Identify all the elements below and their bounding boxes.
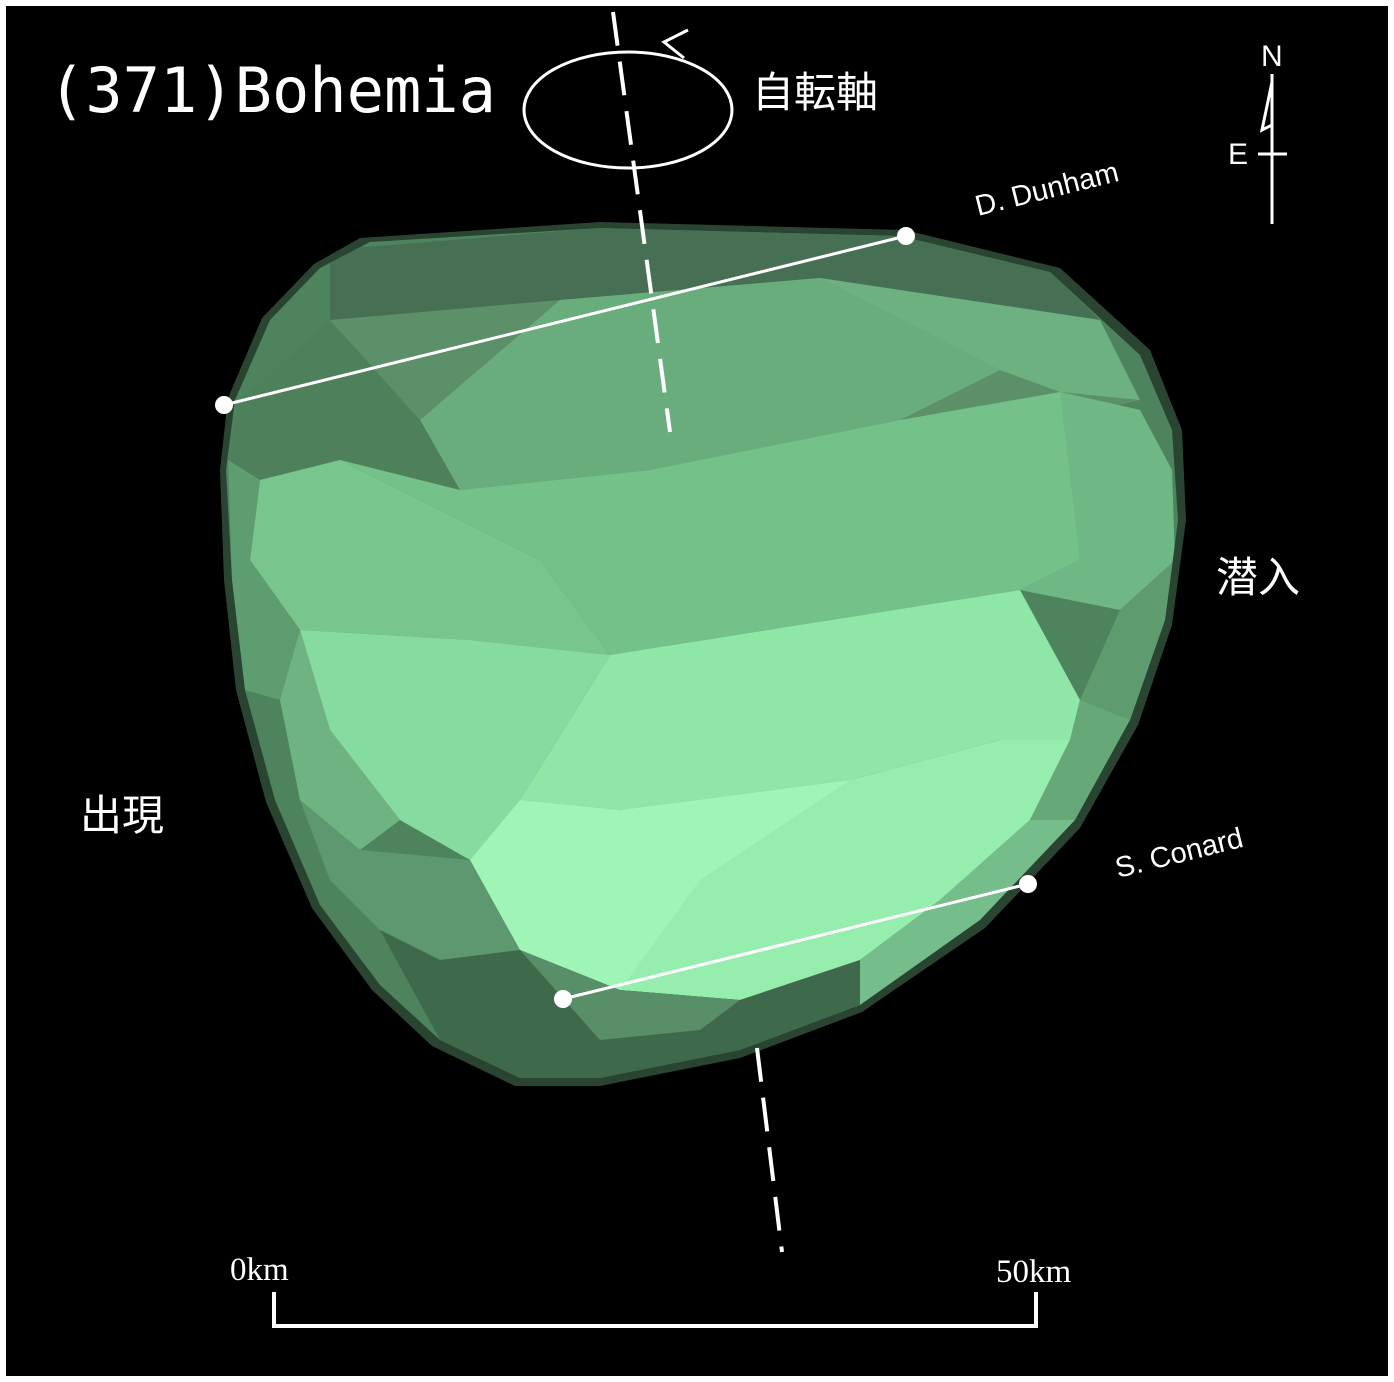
compass-east-label: E (1228, 138, 1248, 171)
scale-bar-start-label: 0km (230, 1252, 289, 1288)
observer-label-conard: S. Conard (1112, 822, 1246, 885)
scale-bar-end-label: 50km (996, 1254, 1072, 1290)
diagram-frame: 自転軸 (371)Bohemia N E D. Dunham S. Conard… (6, 6, 1388, 1376)
chord-endpoint (897, 227, 915, 245)
rotation-direction-ellipse (522, 50, 734, 170)
observer-label-dunham: D. Dunham (972, 156, 1122, 223)
rotation-axis: 自転軸 (522, 11, 878, 1253)
disappearance-label: 潜入 (1216, 553, 1300, 602)
rotation-axis-label: 自転軸 (752, 68, 878, 117)
compass-arrow-icon (1259, 81, 1274, 133)
rotation-arrow-icon (661, 28, 689, 60)
chord-endpoint (554, 990, 572, 1008)
scale-bar: 0km 50km (230, 1252, 1072, 1328)
asteroid-title: (371)Bohemia (48, 54, 496, 127)
rotation-axis-upper (611, 11, 672, 433)
rotation-axis-lower (755, 1047, 784, 1253)
occultation-diagram: 自転軸 (371)Bohemia N E D. Dunham S. Conard… (48, 11, 1300, 1328)
scale-bar-line (272, 1292, 1038, 1328)
chord-line (562, 882, 1029, 1001)
chord-endpoint (1019, 875, 1037, 893)
compass-north-label: N (1261, 40, 1283, 73)
compass: N E (1228, 40, 1287, 224)
chord-line (223, 234, 907, 407)
reappearance-label: 出現 (80, 791, 164, 840)
chord-endpoint (215, 396, 233, 414)
